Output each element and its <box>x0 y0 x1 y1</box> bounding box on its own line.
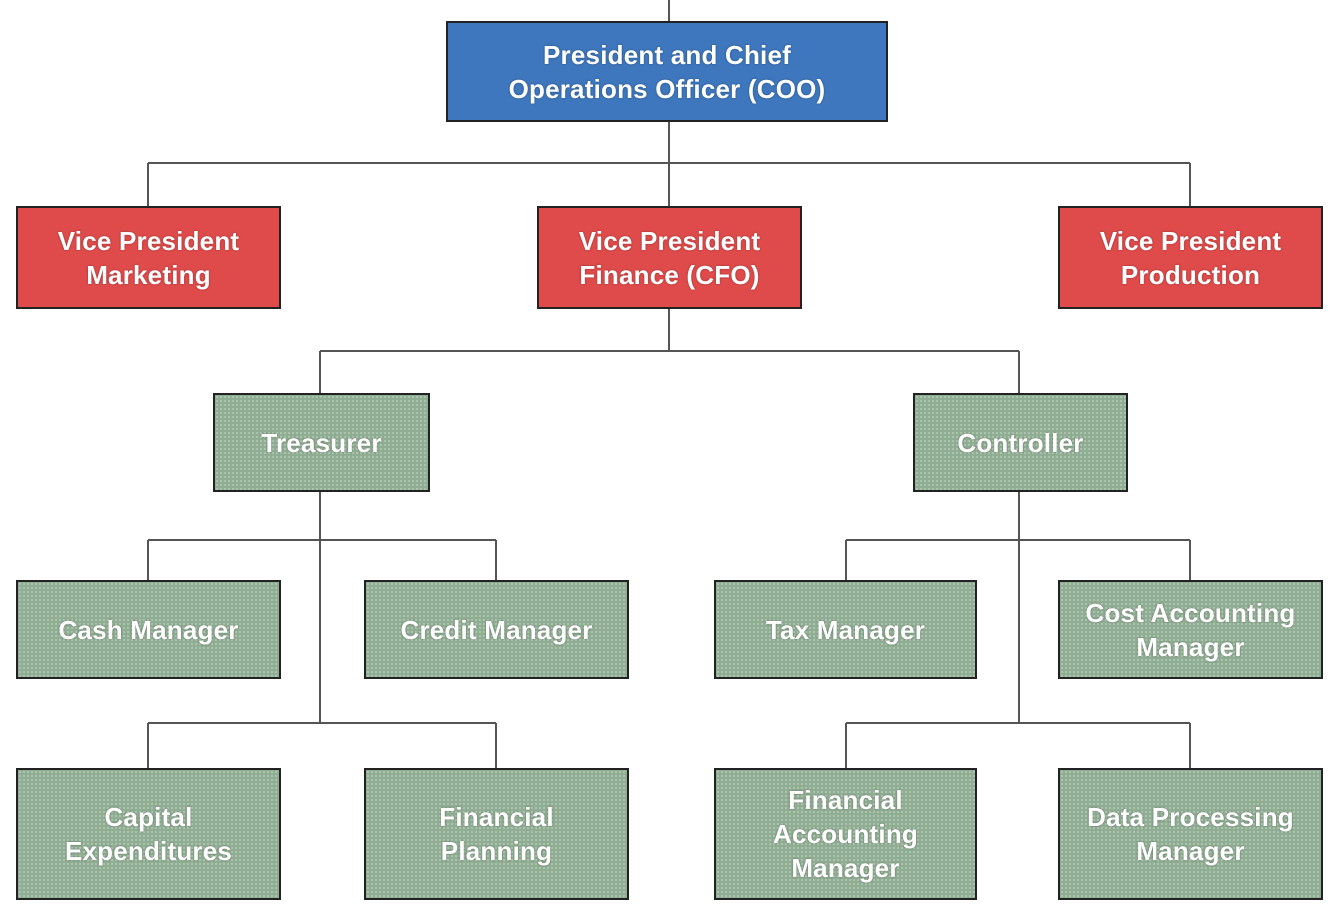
node-label: Treasurer <box>261 427 382 458</box>
node-financial-accounting-manager: Financial Accounting Manager <box>714 768 977 900</box>
node-label: Data Processing Manager <box>1087 802 1294 866</box>
node-cost-accounting-manager: Cost Accounting Manager <box>1058 580 1323 679</box>
node-credit-manager: Credit Manager <box>364 580 629 679</box>
node-controller: Controller <box>913 393 1128 492</box>
node-label: Vice President Production <box>1099 225 1282 290</box>
node-cash-manager: Cash Manager <box>16 580 281 679</box>
node-vp-production: Vice President Production <box>1058 206 1323 309</box>
node-label: President and Chief Operations Officer (… <box>508 39 826 104</box>
node-financial-planning: Financial Planning <box>364 768 629 900</box>
node-vp-finance: Vice President Finance (CFO) <box>537 206 802 309</box>
node-label: Controller <box>957 427 1084 458</box>
node-vp-marketing: Vice President Marketing <box>16 206 281 309</box>
node-label: Vice President Finance (CFO) <box>578 225 761 290</box>
node-label: Tax Manager <box>765 614 926 645</box>
node-label: Credit Manager <box>400 614 593 645</box>
node-label: Financial Planning <box>439 802 554 866</box>
node-data-processing-manager: Data Processing Manager <box>1058 768 1323 900</box>
node-label: Cost Accounting Manager <box>1085 597 1296 662</box>
node-coo: President and Chief Operations Officer (… <box>446 21 888 122</box>
node-capital-expenditures: Capital Expenditures <box>16 768 281 900</box>
node-label: Capital Expenditures <box>64 802 233 866</box>
node-tax-manager: Tax Manager <box>714 580 977 679</box>
node-label: Vice President Marketing <box>57 225 240 290</box>
node-label: Cash Manager <box>58 614 239 645</box>
node-label: Financial Accounting Manager <box>773 785 918 883</box>
node-treasurer: Treasurer <box>213 393 430 492</box>
